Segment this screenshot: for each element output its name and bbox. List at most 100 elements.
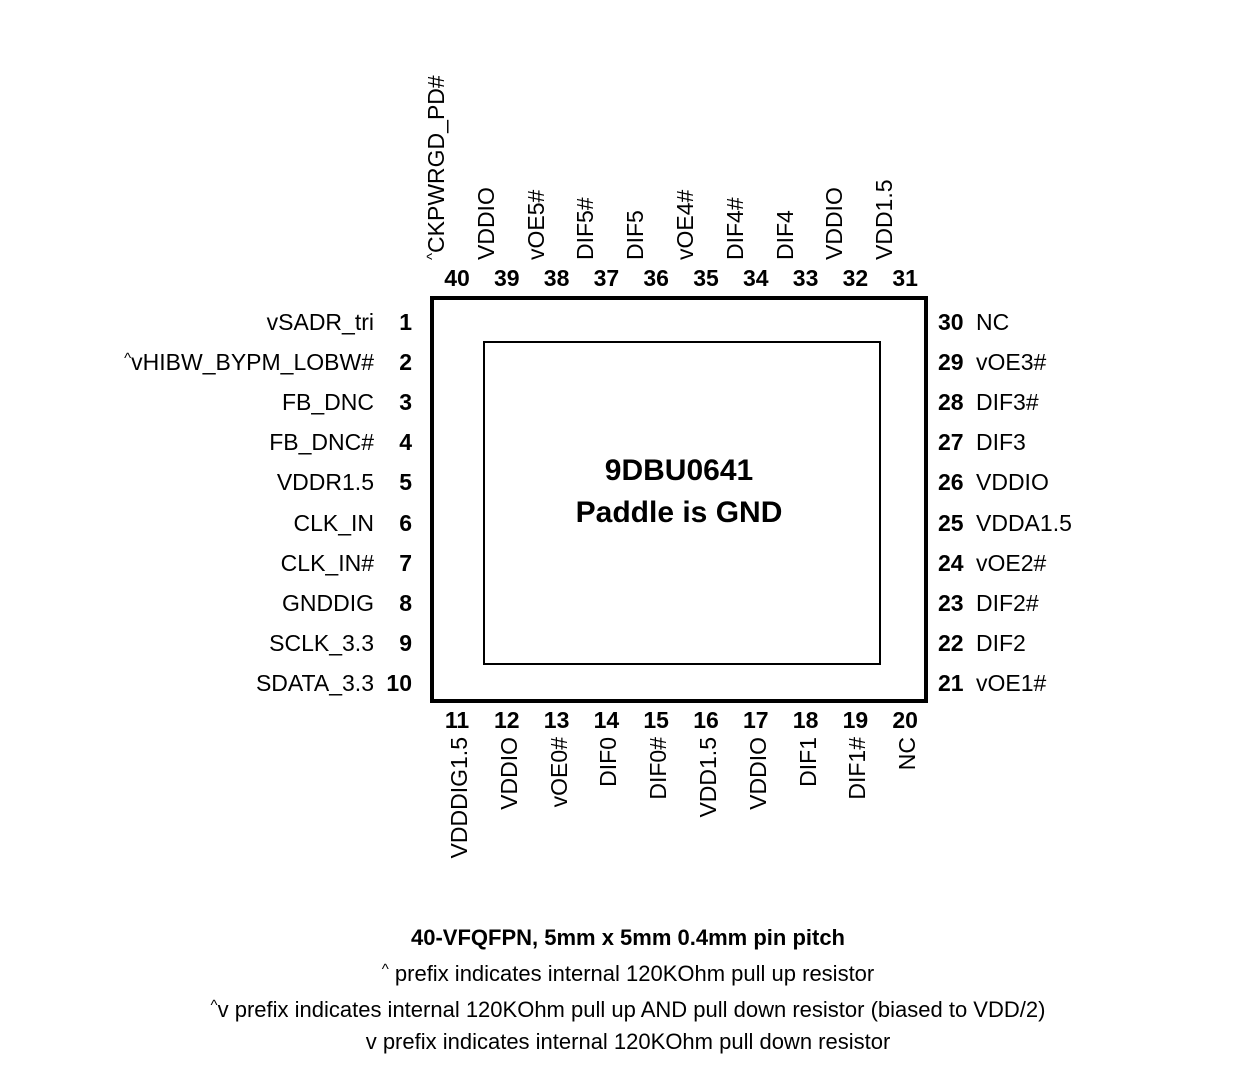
pin-col-38: vOE5#38 [523,0,582,296]
pin-number-18: 18 [792,707,819,733]
footer-line-pulldown: v prefix indicates internal 120KOhm pull… [365,1029,891,1054]
pin-row-24: 24 vOE2# [934,543,1254,583]
pin-row-30: 30 NC [934,302,1254,342]
pin-number-2: 2 [399,348,412,375]
pin-number-15: 15 [643,707,669,733]
caret-symbol: ^ [124,349,132,367]
pin-label-wrap-11: VDDDIG1.5 [432,737,482,927]
pin-label-8: GNDDIG [282,589,374,616]
pin-label-19: DIF1# [844,737,871,800]
footer-notes: 40-VFQFPN, 5mm x 5mm 0.4mm pin pitch ^ p… [0,922,1256,1058]
pin-number-37: 37 [593,265,620,291]
pin-row-6: CLK_IN 6 [0,503,420,543]
pin-number-30: 30 [938,308,964,335]
pin-number-13: 13 [543,707,570,733]
pin-label-wrap-19: DIF1# [830,737,880,927]
footer-line-pullupdown-text: v prefix indicates internal 120KOhm pull… [217,997,1046,1022]
pin-row-22: 22 DIF2 [934,624,1254,664]
pin-label-39: VDDIO [472,187,499,260]
pin-row-7: CLK_IN#7 [0,543,420,583]
pin-label-35: vOE4# [672,189,698,260]
pin-row-2: ^vHIBW_BYPM_LOBW# 2 [0,342,420,382]
pin-col-35: vOE4# 35 [672,0,731,296]
pin-col-40: ^CKPWRGD_PD#40 [423,0,482,296]
pin-number-40: 40 [444,265,470,291]
pin-number-22: 22 [938,630,964,657]
pin-label-12: VDDIO [495,737,522,810]
pin-number-31: 31 [892,265,918,291]
pin-label-26: VDDIO [976,469,1049,496]
pin-label-2: ^vHIBW_BYPM_LOBW# [124,348,374,375]
pin-number-34: 34 [743,265,769,291]
pin-label-22: DIF2 [976,630,1026,657]
pin-col-34: DIF4# 34 [722,0,781,296]
pin-label-28: DIF3# [976,388,1039,415]
pin-number-7: 7 [399,549,412,576]
part-number: 9DBU0641 [604,454,754,487]
pin-label-wrap-31: VDD1.5 [871,10,930,260]
pin-col-37: DIF5#37 [572,0,631,296]
pin-number-1: 1 [399,308,412,335]
pin-label-9: SCLK_3.3 [269,630,374,657]
pin-number-38: 38 [543,265,570,291]
pin-label-25: VDDA1.5 [976,509,1072,536]
pin-label-wrap-15: DIF0# [631,737,681,927]
pin-number-16: 16 [693,707,719,733]
pin-row-26: 26 VDDIO [934,463,1254,503]
pin-label-wrap-16: VDD1.5 [681,737,731,927]
pin-label-36: DIF5 [622,210,649,260]
pin-label-15: DIF0# [645,737,672,800]
pin-label-5: VDDR1.5 [276,469,374,496]
pin-number-29: 29 [938,348,964,375]
paddle-note: Paddle is GND [575,496,783,529]
pin-row-5: VDDR1.5 5 [0,463,420,503]
pin-label-31: VDD1.5 [871,179,898,260]
pin-number-17: 17 [743,707,769,733]
pin-number-35: 35 [693,265,719,291]
pin-label-24: vOE2# [976,549,1047,576]
pin-label-6: CLK_IN [293,509,374,536]
caret-symbol: ^ [210,997,218,1014]
pin-number-3: 3 [399,388,412,415]
pin-number-11: 11 [444,707,470,733]
pin-label-1: vSADR_tri [266,308,374,335]
pin-label-33: DIF4 [771,210,798,260]
pin-number-36: 36 [643,265,669,291]
pin-label-29: vOE3# [976,348,1047,375]
pin-row-28: 28 DIF3# [934,382,1254,422]
pin-number-26: 26 [938,469,964,496]
caret-symbol: ^ [381,961,389,978]
pin-label-27: DIF3 [976,429,1026,456]
pin-label-18: DIF1 [794,737,821,787]
footer-line-pullup-text: prefix indicates internal 120KOhm pull u… [388,961,875,986]
pin-number-9: 9 [399,630,412,657]
pin-label-wrap-17: VDDIO [731,737,781,927]
footer-line-pullupdown: ^v prefix indicates internal 120KOhm pul… [0,990,1256,1026]
thermal-paddle [483,341,881,665]
pin-number-12: 12 [494,707,520,733]
pin-number-14: 14 [593,707,620,733]
pin-number-32: 32 [842,265,869,291]
pin-label-4: FB_DNC# [269,429,374,456]
pin-label-34: DIF4# [721,197,748,260]
pin-number-5: 5 [399,469,412,496]
pin-number-4: 4 [399,429,412,456]
pin-label-wrap-13: vOE0# [532,737,582,927]
pin-number-24: 24 [938,549,964,576]
pin-number-6: 6 [399,509,412,536]
pin-number-28: 28 [938,388,964,415]
footer-line-package: 40-VFQFPN, 5mm x 5mm 0.4mm pin pitch [410,925,845,950]
pin-row-4: FB_DNC# 4 [0,423,420,463]
pin-label-30: NC [976,308,1010,335]
pin-label-11: VDDDIG1.5 [446,737,472,859]
